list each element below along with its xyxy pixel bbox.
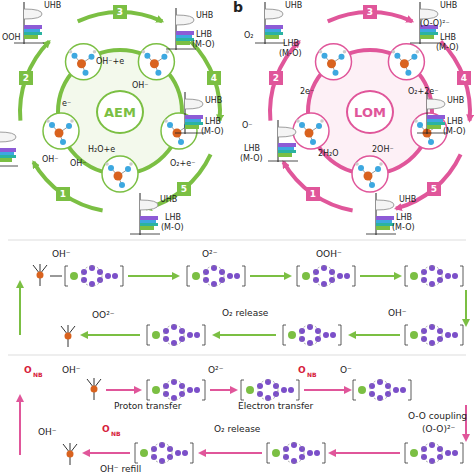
annotation-label: NB xyxy=(307,372,317,378)
mechanism-circle: AEM xyxy=(96,90,144,134)
step-number: 2 xyxy=(19,71,33,85)
annotation-label: (O-O)²⁻ xyxy=(422,425,455,434)
annotation-label: O⁻ xyxy=(242,122,253,130)
step-number: 3 xyxy=(113,5,127,19)
annotation-label: UHB xyxy=(399,196,416,204)
annotation-label: 2e⁻ xyxy=(300,88,314,96)
step-number: 4 xyxy=(457,71,471,85)
annotation-label: Electron transfer xyxy=(238,402,313,411)
annotation-label: e⁻ xyxy=(62,100,71,108)
annotation-label: OH⁻ xyxy=(38,428,57,437)
annotation-label: OH⁻ xyxy=(52,250,71,259)
annotation-label: O⁻ xyxy=(340,366,352,375)
annotation-label: OH⁻+e xyxy=(96,58,124,66)
annotation-label: OH⁻ xyxy=(70,160,87,168)
annotation-label: O xyxy=(102,425,110,434)
annotation-label: Proton transfer xyxy=(114,402,181,411)
annotation-label: O-O coupling xyxy=(408,412,467,421)
annotation-label: LHB xyxy=(440,34,456,42)
annotation-label: UHB xyxy=(205,97,222,105)
step-number: 5 xyxy=(427,182,441,196)
annotation-label: LHB xyxy=(244,145,260,153)
annotation-label: LHB xyxy=(165,214,181,222)
step-label: 1 xyxy=(310,190,316,199)
step-label: 5 xyxy=(431,185,437,194)
annotation-label: UHB xyxy=(196,12,213,20)
annotation-label: OOH xyxy=(2,34,21,42)
annotation-label: (M-O) xyxy=(279,50,302,58)
annotation-label: O²⁻ xyxy=(208,366,223,375)
annotation-label: OH⁻ xyxy=(62,366,81,375)
annotation-label: O²⁻ xyxy=(202,250,217,259)
annotation-label: O₂+e⁻ xyxy=(170,160,195,168)
annotation-label: O₂ release xyxy=(214,425,260,434)
annotation-label: OH⁻ xyxy=(132,82,149,90)
annotation-label: OH⁻ xyxy=(388,309,407,318)
annotation-label: O xyxy=(24,366,32,375)
annotation-label: NB xyxy=(33,372,43,378)
annotation-label: H₂O+e xyxy=(88,146,115,154)
annotation-label: UHB xyxy=(440,2,457,10)
mechanism-name: AEM xyxy=(104,106,136,119)
annotation-label: UHB xyxy=(44,2,61,10)
annotation-label: OO²⁻ xyxy=(92,311,115,320)
step-number: 1 xyxy=(306,187,320,201)
annotation-label: (M-O) xyxy=(392,224,415,232)
annotation-label: LHB xyxy=(396,214,412,222)
annotation-label: b xyxy=(233,0,243,14)
pathway-schematic xyxy=(8,240,466,465)
annotation-label: OH⁻ xyxy=(42,156,59,164)
step-label: 3 xyxy=(117,8,123,17)
annotation-label: NB xyxy=(111,431,121,437)
lom-cycle xyxy=(255,2,470,235)
mechanism-name: LOM xyxy=(354,106,386,119)
annotation-label: O₂+2e⁻ xyxy=(408,88,438,96)
annotation-label: (M-O) xyxy=(443,128,466,136)
step-label: 3 xyxy=(367,8,373,17)
annotation-label: UHB xyxy=(285,2,302,10)
step-number: 1 xyxy=(56,187,70,201)
annotation-label: O xyxy=(298,366,306,375)
annotation-label: OOH⁻ xyxy=(316,250,342,259)
step-label: 2 xyxy=(23,74,29,83)
annotation-label: (O-O)²⁻ xyxy=(420,20,450,28)
step-label: 4 xyxy=(211,74,217,83)
annotation-label: LHB xyxy=(205,118,221,126)
step-label: 5 xyxy=(181,185,187,194)
annotation-label: OH⁻ refill xyxy=(100,465,141,474)
annotation-label: (M-O) xyxy=(192,41,215,49)
annotation-label: UHB xyxy=(160,196,177,204)
step-label: 2 xyxy=(273,74,279,83)
aem-cycle xyxy=(0,2,220,235)
annotation-label: (M-O) xyxy=(161,224,184,232)
step-number: 2 xyxy=(269,71,283,85)
annotation-label: LHB xyxy=(283,40,299,48)
annotation-label: 2H₂O xyxy=(318,150,339,158)
annotation-label: 2OH⁻ xyxy=(372,146,394,154)
annotation-label: LHB xyxy=(447,118,463,126)
mechanism-circle: LOM xyxy=(346,90,394,134)
step-number: 5 xyxy=(177,182,191,196)
step-label: 1 xyxy=(60,190,66,199)
step-label: 4 xyxy=(461,74,467,83)
annotation-label: (M-O) xyxy=(436,44,459,52)
annotation-label: LHB xyxy=(196,31,212,39)
annotation-label: O₂ xyxy=(244,32,254,40)
annotation-label: (M-O) xyxy=(240,155,263,163)
annotation-label: UHB xyxy=(447,97,464,105)
annotation-label: (M-O) xyxy=(201,128,224,136)
step-number: 3 xyxy=(363,5,377,19)
annotation-label: O₂ release xyxy=(222,309,268,318)
step-number: 4 xyxy=(207,71,221,85)
